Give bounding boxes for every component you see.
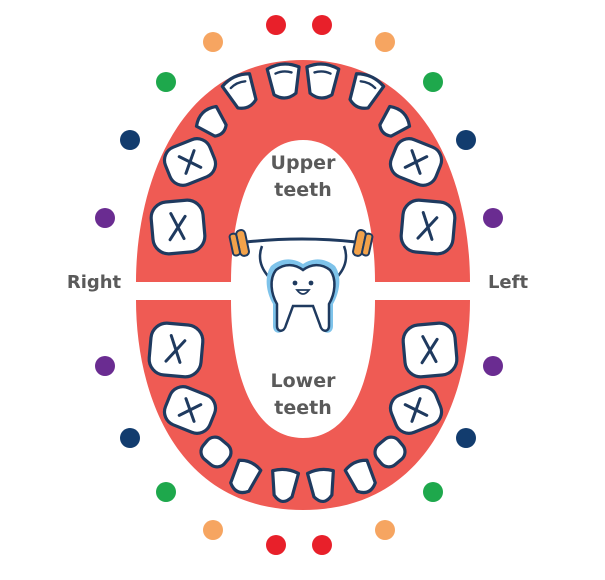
dot-orange (203, 520, 223, 540)
dot-purple (95, 356, 115, 376)
dot-purple (95, 208, 115, 228)
tooth-lower-first-molar-right (162, 385, 218, 435)
dot-navy (456, 130, 476, 150)
tooth-lower-central-incisor-left (305, 467, 335, 504)
tooth-upper-first-molar-left (388, 137, 444, 187)
tooth-lower-second-molar-right (147, 321, 205, 379)
lower-teeth (147, 321, 459, 504)
upper-teeth-label: Upper teeth (248, 150, 358, 204)
tooth-upper-central-incisor-right (265, 62, 301, 100)
dot-purple (483, 208, 503, 228)
upper-teeth-label-line1: Upper (270, 152, 336, 174)
tooth-lower-central-incisor-right (271, 467, 301, 504)
tooth-upper-canine-left (378, 104, 412, 138)
dot-green (156, 482, 176, 502)
dot-red (266, 535, 286, 555)
tooth-upper-second-molar-right (149, 198, 207, 256)
tooth-upper-lateral-incisor-right (220, 72, 258, 110)
lower-teeth-label-line1: Lower (270, 370, 336, 392)
tooth-lower-second-molar-left (401, 321, 459, 379)
left-side-label: Left (487, 272, 529, 293)
tooth-upper-lateral-incisor-left (348, 72, 386, 110)
tooth-lower-canine-left (373, 435, 407, 469)
tooth-lower-first-molar-left (388, 385, 444, 435)
tooth-upper-second-molar-left (399, 198, 457, 256)
barbell-icon (228, 229, 374, 257)
dot-orange (375, 520, 395, 540)
dot-purple (483, 356, 503, 376)
tooth-lower-lateral-incisor-right (229, 458, 263, 495)
tooth-upper-central-incisor-left (305, 62, 341, 100)
dot-green (156, 72, 176, 92)
right-side-label: Right (66, 272, 122, 293)
dot-navy (456, 428, 476, 448)
tooth-lower-canine-right (199, 435, 233, 469)
dot-red (312, 15, 332, 35)
dot-navy (120, 428, 140, 448)
tooth-upper-canine-right (194, 104, 228, 138)
tooth-mascot-icon (258, 245, 348, 333)
dot-navy (120, 130, 140, 150)
dot-green (423, 72, 443, 92)
lower-teeth-label-line2: teeth (274, 397, 332, 419)
lower-teeth-label: Lower teeth (248, 368, 358, 422)
dot-red (266, 15, 286, 35)
dot-green (423, 482, 443, 502)
tooth-lower-lateral-incisor-left (343, 458, 377, 495)
upper-teeth-label-line2: teeth (274, 179, 332, 201)
dot-red (312, 535, 332, 555)
upper-teeth (149, 62, 457, 256)
eruption-dots (95, 15, 503, 555)
tooth-upper-first-molar-right (162, 137, 218, 187)
dot-orange (375, 32, 395, 52)
dot-orange (203, 32, 223, 52)
